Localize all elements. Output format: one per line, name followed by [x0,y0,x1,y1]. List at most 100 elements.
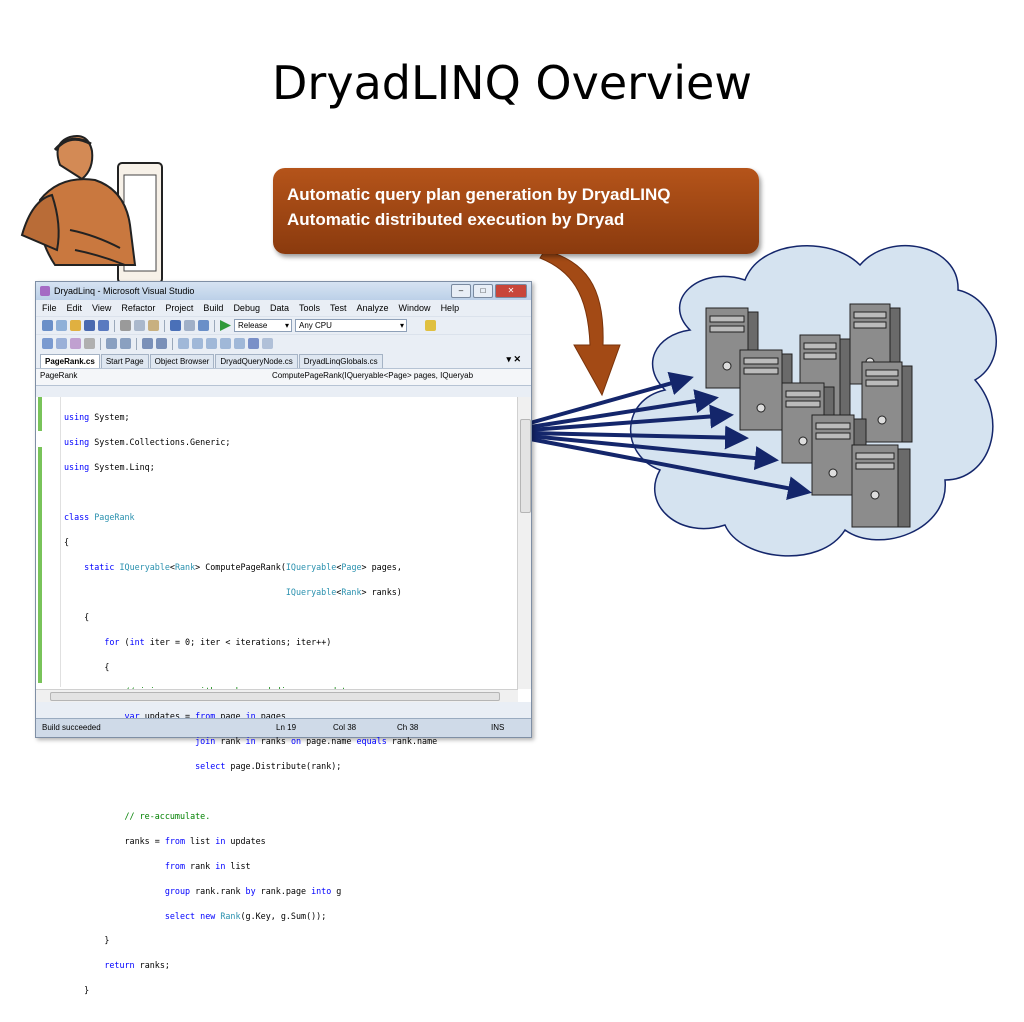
save-all-icon[interactable] [98,320,109,331]
code-text[interactable]: using System; using System.Collections.G… [64,399,504,1022]
member-dropdown[interactable]: ComputePageRank(IQueryable<Page> pages, … [272,371,474,380]
visual-studio-window: DryadLinq - Microsoft Visual Studio – □ … [35,281,532,995]
code-line: using System.Linq; [64,462,155,473]
menu-file[interactable]: File [42,303,57,313]
start-debug-icon[interactable] [220,320,231,331]
window-title: DryadLinq - Microsoft Visual Studio [54,286,195,296]
cloud-shape [629,244,997,557]
class-dropdown[interactable]: PageRank [40,371,78,380]
vertical-scrollbar[interactable] [517,397,531,689]
indent-icon[interactable] [120,338,131,349]
code-line: { [64,611,90,622]
tab-start-page[interactable]: Start Page [100,354,149,368]
code-line: group rank.rank by rank.page into g [164,885,342,896]
complete-word-icon[interactable] [84,338,95,349]
code-line: var updates = from page in pages [124,711,286,722]
tab-pagerank-cs[interactable]: PageRank.cs [40,354,100,368]
menu-build[interactable]: Build [203,303,224,313]
prev-bookmark-icon[interactable] [192,338,203,349]
tab-dryadlinqglobals-cs[interactable]: DryadLinqGlobals.cs [298,354,383,368]
code-line: using System.Collections.Generic; [64,437,231,448]
parameter-info-icon[interactable] [56,338,67,349]
solution-platform-select[interactable]: Any CPU [295,319,407,332]
quick-info-icon[interactable] [70,338,81,349]
undo-icon[interactable] [170,320,181,331]
toolbar-options-icon[interactable] [262,338,273,349]
code-line: IQueryable<Rank> ranks) [285,586,402,597]
open-folder-icon[interactable] [70,320,81,331]
minimize-button[interactable]: – [451,284,471,298]
redo-icon[interactable] [184,320,195,331]
server-cluster [705,303,913,528]
uncomment-icon[interactable] [156,338,167,349]
save-icon[interactable] [84,320,95,331]
standard-toolbar: Release Any CPU [36,316,531,334]
code-line [64,785,504,797]
menu-window[interactable]: Window [398,303,431,313]
slide-title: DryadLINQ Overview [272,56,752,110]
document-tabs: PageRank.cs Start Page Object Browser Dr… [36,352,531,368]
tab-list-close-controls[interactable]: ▾ ✕ [506,354,521,364]
menu-debug[interactable]: Debug [233,303,260,313]
menu-data[interactable]: Data [269,303,289,313]
bookmark-icon[interactable] [178,338,189,349]
vs-app-icon [40,286,50,296]
menu-help[interactable]: Help [440,303,460,313]
menu-bar: File Edit View Refactor Project Build De… [36,300,531,316]
menu-project[interactable]: Project [165,303,194,313]
change-marker [38,397,42,431]
paste-icon[interactable] [148,320,159,331]
tab-dryadquerynode-cs[interactable]: DryadQueryNode.cs [215,354,298,368]
add-item-icon[interactable] [56,320,67,331]
prev-bookmark-folder-icon[interactable] [220,338,231,349]
status-message: Build succeeded [42,723,101,732]
code-line: ranks = from list in updates [64,835,266,846]
next-bookmark-folder-icon[interactable] [234,338,245,349]
code-line: // re-accumulate. [124,810,211,821]
horizontal-scrollbar[interactable] [36,689,518,702]
callout-arrow [539,249,621,397]
solution-config-select[interactable]: Release [234,319,292,332]
copy-icon[interactable] [134,320,145,331]
menu-refactor[interactable]: Refactor [121,303,156,313]
status-insert-mode: INS [491,723,505,732]
code-line: from rank in list [164,860,251,871]
code-line: for (int iter = 0; iter < iterations; it… [104,636,332,647]
find-icon[interactable] [425,320,436,331]
code-line: { [64,661,110,672]
maximize-button[interactable]: □ [473,284,493,298]
code-line: return ranks; [104,960,170,971]
next-bookmark-icon[interactable] [206,338,217,349]
close-button[interactable]: ✕ [495,284,527,298]
code-line: select page.Distribute(rank); [195,761,342,772]
menu-edit[interactable]: Edit [66,303,83,313]
status-char: Ch 38 [397,723,419,732]
menu-test[interactable]: Test [330,303,347,313]
menu-analyze[interactable]: Analyze [356,303,389,313]
new-project-icon[interactable] [42,320,53,331]
status-line: Ln 19 [276,723,297,732]
cut-icon[interactable] [120,320,131,331]
navigate-icon[interactable] [198,320,209,331]
code-editor[interactable]: using System; using System.Collections.G… [36,397,531,995]
comment-icon[interactable] [142,338,153,349]
code-line: using System; [64,412,130,423]
editor-gutter [36,397,61,687]
code-line: select new Rank(g.Key, g.Sum()); [164,910,327,921]
distribution-arrows [529,371,812,501]
code-line: } [64,985,90,996]
code-line [64,486,504,498]
outdent-icon[interactable] [106,338,117,349]
code-line: class PageRank [64,512,135,523]
callout-box: Automatic query plan generation by Dryad… [273,168,759,254]
code-line: { [64,536,70,547]
tab-object-browser[interactable]: Object Browser [149,354,215,368]
change-marker [38,447,42,683]
clear-bookmarks-icon[interactable] [248,338,259,349]
callout-line-1: Automatic query plan generation by Dryad… [287,185,671,204]
member-list-icon[interactable] [42,338,53,349]
window-titlebar[interactable]: DryadLinq - Microsoft Visual Studio – □ … [36,282,531,300]
menu-tools[interactable]: Tools [298,303,320,313]
code-line: static IQueryable<Rank> ComputePageRank(… [84,561,402,572]
menu-view[interactable]: View [92,303,112,313]
